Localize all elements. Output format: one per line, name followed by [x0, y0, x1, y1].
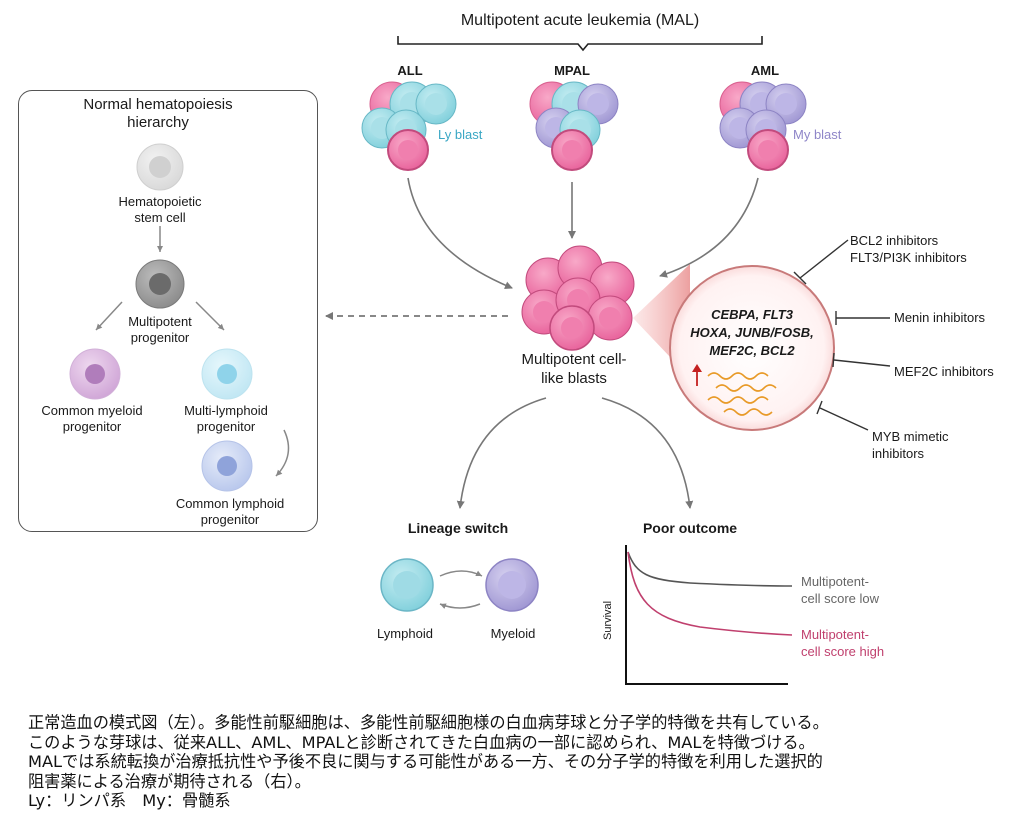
- hierarchy-title: Normal hematopoiesis hierarchy: [83, 96, 232, 132]
- cmp-label-line1: Common myeloid: [41, 403, 143, 418]
- arrow-all-to-blasts: [407, 177, 513, 290]
- arrow-myeloid-to-lymphoid: [439, 603, 481, 610]
- arrow-mpp-to-mlp: [195, 301, 225, 331]
- lineage-switch-title: Lineage switch: [407, 520, 509, 536]
- arrow-aml-to-blasts: [659, 177, 759, 278]
- hsc-cell: [136, 143, 184, 191]
- arrow-mpp-to-cmp: [95, 301, 123, 331]
- survival-axis-label: Survival: [602, 600, 614, 640]
- hsc-label-line1: Hematopoietic: [118, 194, 202, 209]
- aml-label: AML: [750, 63, 780, 78]
- hierarchy-title-line2: hierarchy: [127, 114, 189, 131]
- mal-title: Multipotent acute leukemia (MAL): [460, 12, 700, 29]
- figure-caption: 正常造血の模式図（左）。多能性前駆細胞は、多能性前駆細胞様の白血病芽球と分子学的…: [28, 713, 1018, 811]
- caption-line4: 阻害薬による治療が期待される（右）。: [28, 771, 311, 791]
- arrow-to-lineage-switch: [456, 397, 547, 509]
- upregulation-arrow-icon: [692, 364, 702, 386]
- survival-curve-high: [627, 551, 793, 636]
- lymphoid-cell: [380, 558, 434, 612]
- mlp-label-line2: progenitor: [196, 419, 256, 434]
- cmp-label-line2: progenitor: [62, 419, 122, 434]
- score-low-label: Multipotent- cell score low: [801, 573, 879, 607]
- clp-label-line1: Common lymphoid: [175, 496, 285, 511]
- flt3-pi3k-inhibitors-label: FLT3/PI3K inhibitors: [850, 250, 967, 265]
- transcript-waves: [707, 372, 777, 416]
- poor-outcome-title: Poor outcome: [642, 520, 738, 536]
- menin-inhibitors-label: Menin inhibitors: [894, 310, 986, 325]
- score-low-label-line2: cell score low: [801, 591, 880, 606]
- mpp-label-line1: Multipotent: [128, 314, 192, 329]
- caption-line3: MALでは系統転換が治療抵抗性や予後不良に関与する可能性がある一方、その分子学的…: [28, 752, 823, 771]
- arrow-lymphoid-to-myeloid: [439, 570, 483, 577]
- my-blast-label: My blast: [793, 127, 842, 142]
- myeloid-label: Myeloid: [490, 626, 536, 641]
- mpp-label: Multipotent progenitor: [128, 314, 192, 346]
- mpal-blast-cluster: [529, 81, 619, 171]
- mpp-label-line2: progenitor: [130, 330, 190, 345]
- myb-mimetic-inhibitors-label: MYB mimetic inhibitors: [872, 428, 949, 462]
- blasts-label-line1: Multipotent cell-: [521, 351, 627, 368]
- arrow-to-poor-outcome: [601, 397, 694, 509]
- myb-label-line1: MYB mimetic: [872, 429, 949, 444]
- lymphoid-label: Lymphoid: [377, 626, 433, 641]
- aml-blast-cluster: [719, 81, 807, 171]
- score-high-label-line1: Multipotent-: [801, 627, 869, 642]
- all-label: ALL: [397, 63, 423, 78]
- hsc-label-line2: stem cell: [134, 210, 186, 225]
- mal-brace: [397, 36, 763, 52]
- hsc-label: Hematopoietic stem cell: [118, 194, 201, 226]
- gene-list-line1: CEBPA, FLT3: [711, 307, 793, 322]
- cmp-label: Common myeloid progenitor: [41, 403, 142, 435]
- bcl2-inhibitors-label: BCL2 inhibitors: [850, 233, 939, 248]
- mlp-cell: [201, 348, 253, 400]
- mlp-label: Multi-lymphoid progenitor: [184, 403, 268, 435]
- arrow-mlp-to-clp: [275, 429, 290, 477]
- cmp-cell: [69, 348, 121, 400]
- normal-hematopoiesis-panel: [18, 90, 318, 532]
- caption-line1: 正常造血の模式図（左）。多能性前駆細胞は、多能性前駆細胞様の白血病芽球と分子学的…: [28, 713, 829, 732]
- score-high-label: Multipotent- cell score high: [801, 626, 884, 660]
- caption-line2: このような芽球は、従来ALL、AML、MPALと診断されてきた白血病の一部に認め…: [28, 732, 815, 752]
- mpal-label: MPAL: [554, 63, 590, 78]
- survival-plot-axes: [625, 545, 788, 685]
- caption-line5: Ly：リンパ系 My：骨髄系: [28, 791, 231, 810]
- score-low-label-line1: Multipotent-: [801, 574, 869, 589]
- bcl2-flt3-inhibitors-label: BCL2 inhibitors FLT3/PI3K inhibitors: [850, 232, 967, 266]
- ly-blast-label: Ly blast: [438, 127, 483, 142]
- hierarchy-title-line1: Normal hematopoiesis: [83, 96, 233, 113]
- inhibitor-lines: [793, 239, 891, 431]
- all-blast-cluster: [361, 81, 457, 171]
- mpp-cell: [135, 259, 185, 309]
- mef2c-inhibitors-label: MEF2C inhibitors: [894, 364, 994, 379]
- multipotent-blast-cluster: [521, 245, 635, 351]
- gene-list: CEBPA, FLT3 HOXA, JUNB/FOSB, MEF2C, BCL2: [690, 306, 814, 360]
- myb-label-line2: inhibitors: [872, 446, 925, 461]
- gene-list-line2: HOXA, JUNB/FOSB,: [690, 325, 814, 340]
- score-high-label-line2: cell score high: [801, 644, 885, 659]
- clp-label: Common lymphoid progenitor: [176, 496, 284, 528]
- gene-list-line3: MEF2C, BCL2: [709, 343, 795, 358]
- survival-curve-low: [627, 551, 793, 587]
- zoom-circle: [669, 265, 835, 431]
- myeloid-cell: [485, 558, 539, 612]
- blasts-label: Multipotent cell- like blasts: [521, 350, 626, 388]
- mlp-label-line1: Multi-lymphoid: [184, 403, 268, 418]
- clp-label-line2: progenitor: [200, 512, 260, 527]
- blasts-label-line2: like blasts: [541, 370, 607, 387]
- diagram-graphics: [69, 36, 891, 685]
- clp-cell: [201, 440, 253, 492]
